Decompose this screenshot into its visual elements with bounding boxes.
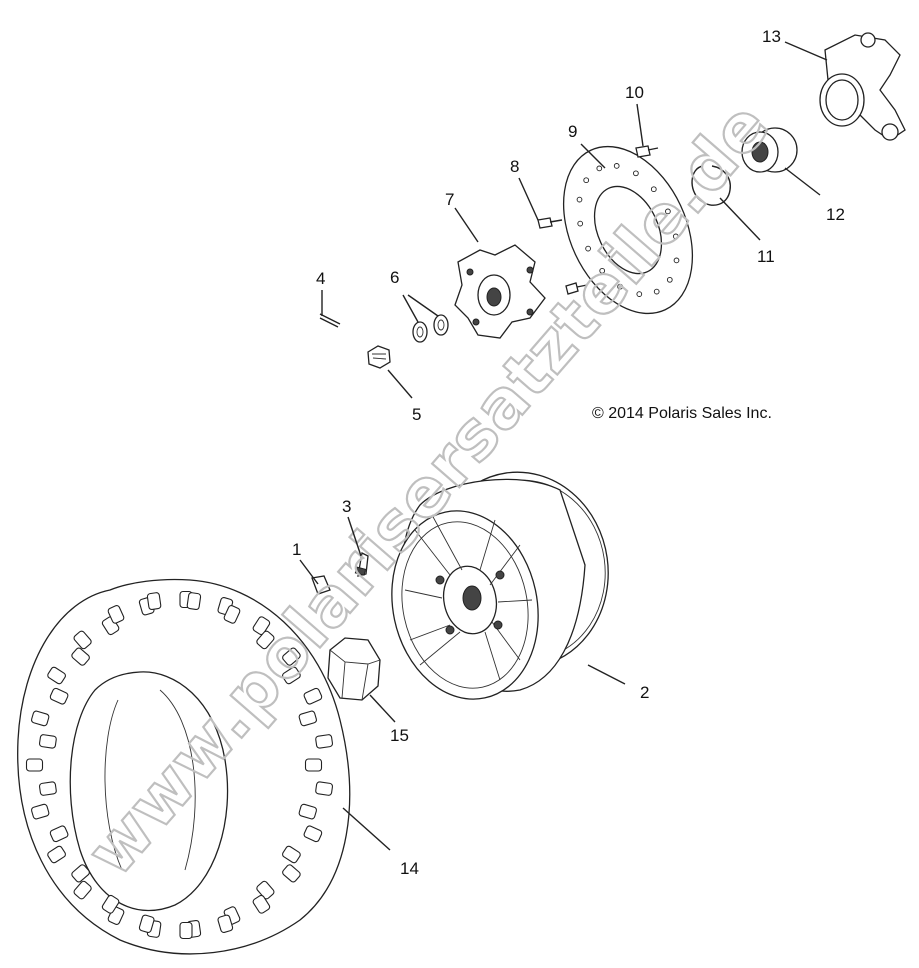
callout-8: 8 bbox=[510, 157, 519, 176]
bearing-part-12[interactable] bbox=[741, 127, 798, 173]
callout-14: 14 bbox=[400, 859, 419, 878]
callout-labels: 1 2 3 4 5 6 7 8 9 10 11 12 13 14 15 bbox=[292, 27, 845, 878]
callout-10: 10 bbox=[625, 83, 644, 102]
callout-7: 7 bbox=[445, 190, 454, 209]
callout-11: 11 bbox=[757, 247, 775, 266]
brake-disc-part-9[interactable] bbox=[538, 126, 718, 335]
callout-4: 4 bbox=[316, 269, 325, 288]
bearing-carrier-part-13[interactable] bbox=[819, 32, 906, 141]
callout-12: 12 bbox=[826, 205, 845, 224]
hub-part-7[interactable] bbox=[454, 244, 546, 339]
bolts-part-8[interactable] bbox=[537, 217, 588, 295]
cotter-pin-part-4[interactable] bbox=[319, 313, 341, 328]
callout-3: 3 bbox=[342, 497, 351, 516]
callout-13: 13 bbox=[762, 27, 781, 46]
retaining-ring-part-11[interactable] bbox=[691, 165, 731, 206]
tire-tread bbox=[25, 590, 334, 940]
castle-nut-part-5[interactable] bbox=[367, 345, 391, 369]
leader-lines bbox=[299, 41, 828, 851]
bolt-part-10[interactable] bbox=[635, 145, 659, 158]
callout-6: 6 bbox=[390, 268, 399, 287]
copyright-notice: © 2014 Polaris Sales Inc. bbox=[592, 405, 772, 422]
callout-5: 5 bbox=[412, 405, 421, 424]
wheel-rim-part-2[interactable] bbox=[375, 461, 621, 713]
lug-nut-part-1[interactable] bbox=[311, 575, 331, 595]
callout-2: 2 bbox=[640, 683, 649, 702]
center-cap-part-15[interactable] bbox=[327, 637, 381, 701]
washers-part-6[interactable] bbox=[412, 314, 449, 343]
callout-9: 9 bbox=[568, 122, 577, 141]
disc-holes bbox=[576, 163, 680, 297]
tire-part-14[interactable] bbox=[17, 578, 351, 955]
callout-15: 15 bbox=[390, 726, 409, 745]
callout-1: 1 bbox=[292, 540, 301, 559]
valve-stem-part-3[interactable] bbox=[354, 552, 369, 577]
watermark: www.polarisersatzteile.de bbox=[72, 87, 785, 890]
